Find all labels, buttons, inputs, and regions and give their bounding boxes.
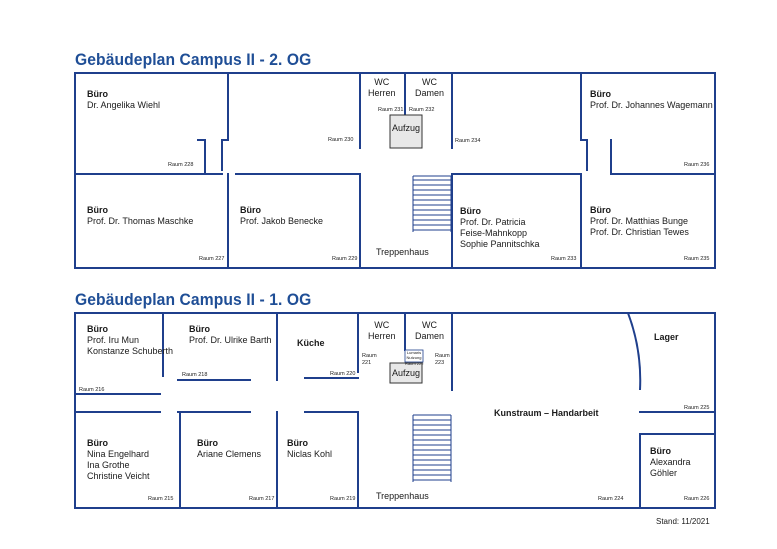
room-216-number: Raum 216 (79, 387, 105, 393)
room-230-number: Raum 230 (328, 137, 354, 143)
room-224-label: Kunstraum – Handarbeit (494, 408, 599, 418)
room-225-number: Raum 225 (684, 405, 710, 411)
floor1-treppenhaus: Treppenhaus (376, 491, 429, 501)
floor2-aufzug-label: Aufzug (391, 123, 421, 133)
room-224-number: Raum 224 (598, 496, 624, 502)
floor2-outline (74, 72, 716, 269)
floor1-title: Gebäudeplan Campus II - 1. OG (75, 290, 312, 309)
room-215-number: Raum 215 (148, 496, 174, 502)
room-219-number: Raum 219 (330, 496, 356, 502)
floor2-treppenhaus: Treppenhaus (376, 247, 429, 257)
room-231-number: Raum 231 (378, 107, 404, 113)
room-236-number: Raum 236 (684, 162, 710, 168)
floor2-title: Gebäudeplan Campus II - 2. OG (75, 50, 312, 69)
footer-date: Stand: 11/2021 (656, 517, 710, 526)
room-222-number: Raum 222 (405, 361, 424, 366)
floor2-stairs (412, 175, 452, 232)
floor1-small-box (404, 349, 424, 363)
room-235-number: Raum 235 (684, 256, 710, 262)
floor1-outline (74, 312, 716, 509)
room-234-number: Raum 234 (455, 138, 481, 144)
floor1-stairs (412, 414, 452, 482)
room-220-number: Raum 220 (330, 371, 356, 377)
floor1-aufzug-label: Aufzug (391, 368, 421, 378)
room-217-number: Raum 217 (249, 496, 275, 502)
room-226-number: Raum 226 (684, 496, 710, 502)
room-228-number: Raum 228 (168, 162, 194, 168)
floor1-aufzug-box (389, 362, 423, 384)
room-233-number: Raum 233 (551, 256, 577, 262)
floor2-aufzug-box (389, 114, 423, 149)
room-218-number: Raum 218 (182, 372, 208, 378)
room-229-number: Raum 229 (332, 256, 358, 262)
room-220-label: Küche (297, 338, 325, 348)
room-232-number: Raum 232 (409, 107, 435, 113)
room-225-label: Lager (654, 332, 679, 342)
room-227-number: Raum 227 (199, 256, 225, 262)
